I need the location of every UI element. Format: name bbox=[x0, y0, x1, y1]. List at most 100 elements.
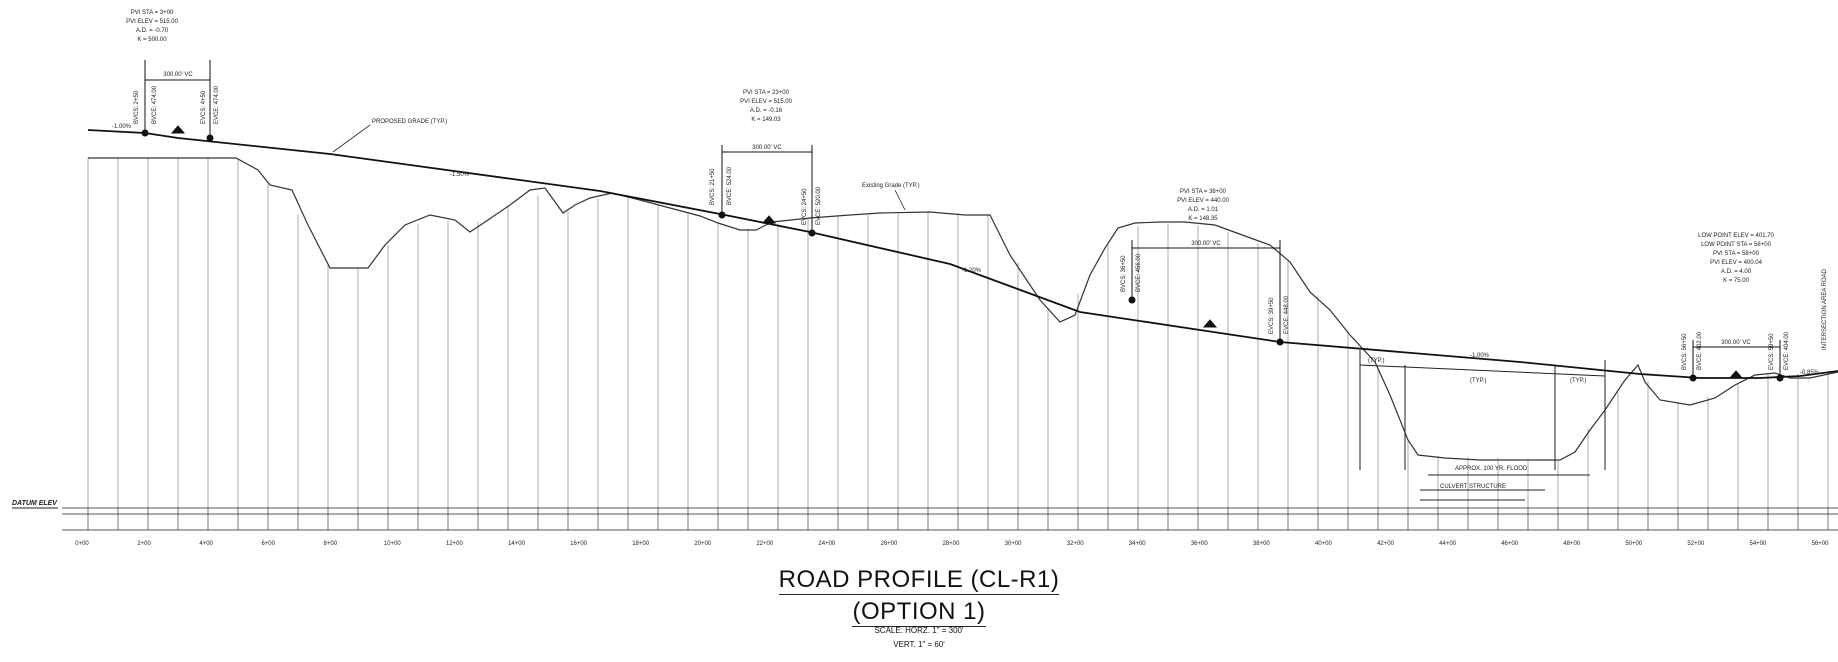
profile-title: ROAD PROFILE (CL-R1) bbox=[778, 566, 1060, 595]
pvi-3-line-4: K = 148.35 bbox=[1188, 216, 1218, 222]
pvi-4-line-5: A.D. = 4.00 bbox=[1721, 269, 1752, 275]
pvi-3-line-3: A.D. = 1.01 bbox=[1188, 207, 1219, 213]
curve-label-1: BVCS: 2+50 bbox=[134, 90, 140, 124]
grade-label-1: -1.00% bbox=[112, 124, 132, 130]
curve-label-12: EVCE: 448.00 bbox=[1284, 295, 1290, 334]
profile-grid bbox=[87, 158, 1829, 508]
station-label: 26+00 bbox=[880, 541, 898, 547]
station-label: 6+00 bbox=[261, 541, 275, 547]
pvi-3-line-1: PVI STA = 38+00 bbox=[1180, 189, 1227, 195]
station-label: 42+00 bbox=[1377, 541, 1395, 547]
station-labels: 0+00 2+00 4+00 6+00 8+00 10+00 12+00 14+00 16+00… bbox=[75, 541, 1829, 547]
station-label: 24+00 bbox=[818, 541, 836, 547]
station-label: 56+00 bbox=[1812, 541, 1830, 547]
pvi-2-line-2: PVI ELEV = 515.00 bbox=[740, 99, 793, 105]
station-label: 50+00 bbox=[1625, 541, 1643, 547]
pvi-4-line-4: PVI ELEV = 400.04 bbox=[1710, 260, 1763, 266]
existing-grade-leader bbox=[894, 189, 906, 211]
station-label: 52+00 bbox=[1687, 541, 1705, 547]
pvi-3-vc: 300.00' VC bbox=[1191, 241, 1221, 247]
curve-label-4: EVCE: 474.00 bbox=[214, 85, 220, 124]
pvi-label-1: PVI STA = 3+00 PVI ELEV = 515.00 A.D. = … bbox=[126, 10, 193, 78]
profile-subtitle: (OPTION 1) bbox=[852, 598, 986, 627]
grade-label-3: -1.20% bbox=[962, 268, 982, 274]
pvi-4-line-2: LOW POINT STA = 58+00 bbox=[1701, 242, 1771, 248]
station-label: 10+00 bbox=[384, 541, 402, 547]
culvert-label: CULVERT STRUCTURE bbox=[1440, 484, 1506, 490]
existing-ground-line bbox=[88, 157, 1838, 461]
grade-label-5: -0.85% bbox=[1800, 370, 1820, 376]
station-band-ticks bbox=[87, 508, 1829, 530]
proposed-grade-leader bbox=[332, 124, 371, 153]
proposed-grade-callout: PROPOSED GRADE (TYP.) bbox=[372, 119, 447, 125]
curve-label-2: BVCE: 474.00 bbox=[152, 85, 158, 124]
pvi-label-2: PVI STA = 23+00 PVI ELEV = 515.00 A.D. =… bbox=[740, 90, 793, 151]
pvi-1-line-3: A.D. = -0.70 bbox=[136, 28, 169, 34]
station-label: 4+00 bbox=[199, 541, 213, 547]
station-label: 28+00 bbox=[943, 541, 961, 547]
station-label: 14+00 bbox=[508, 541, 526, 547]
pvi-4-line-6: K = 75.00 bbox=[1723, 278, 1750, 284]
curve-label-15: EVCS: 59+50 bbox=[1769, 333, 1775, 370]
station-label: 44+00 bbox=[1439, 541, 1457, 547]
station-label: 46+00 bbox=[1501, 541, 1519, 547]
station-label: 48+00 bbox=[1563, 541, 1581, 547]
culvert-typ-1: (TYP.) bbox=[1368, 358, 1385, 364]
intersection-label: INTERSECTION AREA ROAD bbox=[1822, 268, 1828, 350]
pvi-2-vc: 300.00' VC bbox=[752, 145, 782, 151]
station-label: 8+00 bbox=[324, 541, 338, 547]
culvert-typ-3: (TYP.) bbox=[1570, 378, 1587, 384]
curve-label-9: BVCS: 36+50 bbox=[1121, 255, 1127, 292]
curve-label-5: BVCS: 21+50 bbox=[710, 168, 716, 205]
station-label: 36+00 bbox=[1191, 541, 1209, 547]
pvi-3-line-2: PVI ELEV = 440.00 bbox=[1177, 198, 1230, 204]
pvi-4-line-1: LOW POINT ELEV = 401.70 bbox=[1698, 233, 1774, 239]
pvi-1-line-1: PVI STA = 3+00 bbox=[131, 10, 174, 16]
culvert-structure bbox=[1359, 350, 1606, 501]
station-label: 40+00 bbox=[1315, 541, 1333, 547]
curve-label-13: BVCS: 56+50 bbox=[1682, 333, 1688, 370]
scale-vertical: VERT. 1" = 60' bbox=[893, 640, 945, 649]
station-label: 2+00 bbox=[137, 541, 151, 547]
curve-label-10: BVCE: 456.00 bbox=[1136, 253, 1142, 292]
station-label: 20+00 bbox=[694, 541, 712, 547]
station-label: 32+00 bbox=[1067, 541, 1085, 547]
curve-label-3: EVCS: 4+50 bbox=[201, 90, 207, 124]
pvi-label-4: LOW POINT ELEV = 401.70 LOW POINT STA = … bbox=[1698, 233, 1774, 346]
grade-label-2: -1.50% bbox=[450, 172, 470, 178]
station-label: 30+00 bbox=[1005, 541, 1023, 547]
curve-label-8: EVCE: 520.00 bbox=[816, 186, 822, 225]
pvi-4-vc: 300.00' VC bbox=[1721, 340, 1751, 346]
culvert-typ-2: (TYP.) bbox=[1470, 378, 1487, 384]
pvi-2-line-1: PVI STA = 23+00 bbox=[743, 90, 790, 96]
vertical-curve-markers bbox=[141, 60, 1784, 382]
curve-label-7: EVCS: 24+50 bbox=[802, 188, 808, 225]
scale-horizontal: SCALE: HORZ. 1" = 300' bbox=[874, 626, 964, 635]
flood-label: APPROX. 100 YR. FLOOD bbox=[1455, 466, 1528, 472]
station-label: 54+00 bbox=[1749, 541, 1767, 547]
curve-label-6: BVCE: 524.00 bbox=[727, 166, 733, 205]
station-label: 16+00 bbox=[570, 541, 588, 547]
datum-label: DATUM ELEV bbox=[12, 500, 58, 507]
pvi-label-3: PVI STA = 38+00 PVI ELEV = 440.00 A.D. =… bbox=[1177, 189, 1230, 247]
station-label: 12+00 bbox=[446, 541, 464, 547]
curve-label-14: BVCE: 402.00 bbox=[1697, 331, 1703, 370]
station-label: 0+00 bbox=[75, 541, 89, 547]
pvi-2-line-4: K = 149.03 bbox=[751, 117, 781, 123]
existing-grade-callout: Existing Grade (TYP.) bbox=[862, 183, 920, 189]
grade-label-4: -1.00% bbox=[1470, 353, 1490, 359]
pvi-1-line-4: K = 500.00 bbox=[137, 37, 167, 43]
station-label: 22+00 bbox=[756, 541, 774, 547]
station-band bbox=[62, 507, 1838, 531]
pvi-4-line-3: PVI STA = 58+00 bbox=[1713, 251, 1760, 257]
curve-label-11: EVCS: 39+50 bbox=[1269, 297, 1275, 334]
pvi-2-line-3: A.D. = -0.16 bbox=[750, 108, 783, 114]
curve-station-labels: BVCS: 2+50 BVCE: 474.00 EVCS: 4+50 EVCE:… bbox=[134, 85, 1790, 370]
pvi-1-vc: 300.00' VC bbox=[163, 72, 193, 78]
station-label: 34+00 bbox=[1129, 541, 1147, 547]
pvi-1-line-2: PVI ELEV = 515.00 bbox=[126, 19, 179, 25]
curve-label-16: EVCE: 404.00 bbox=[1784, 331, 1790, 370]
proposed-grade-line bbox=[87, 129, 1838, 379]
station-label: 38+00 bbox=[1253, 541, 1271, 547]
